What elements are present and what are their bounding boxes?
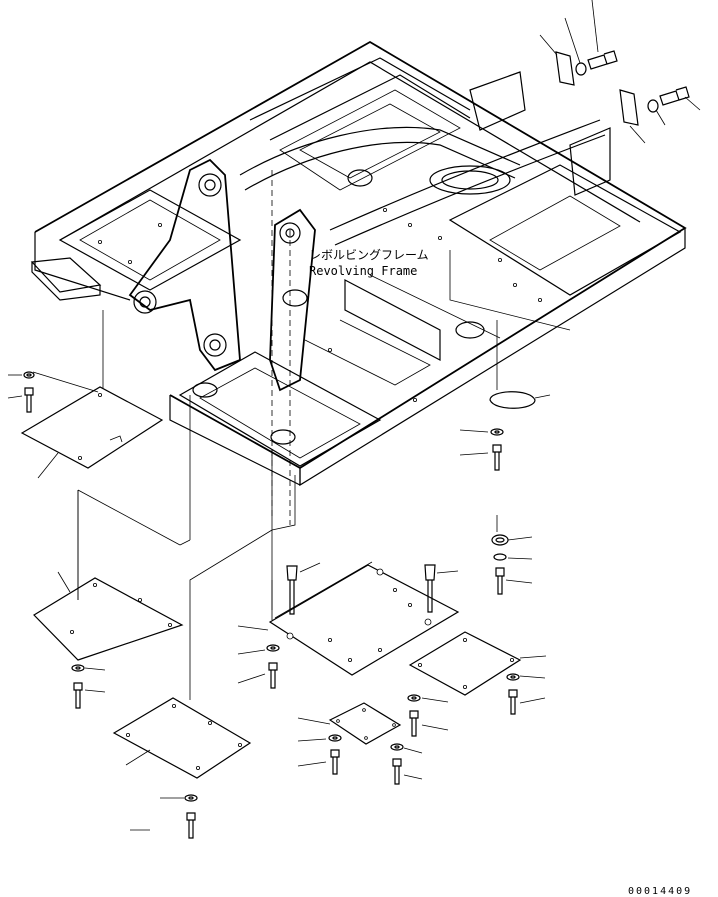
assembly-lines: [77, 395, 296, 620]
top-right-bracket-2: [619, 86, 701, 144]
frame-label-jp: レボルビングフレーム: [309, 248, 429, 262]
frame-label-en: Revolving Frame: [309, 264, 417, 278]
top-right-bracket-1: [539, 0, 618, 86]
round-cover-and-bolts: [459, 320, 551, 471]
drawing-code: 00014409: [628, 886, 692, 897]
cover-plate-upper-left: [7, 310, 164, 479]
bolt-stack-right: [491, 515, 533, 595]
cover-plate-small-center: [297, 702, 423, 785]
revolving-frame: [30, 40, 687, 525]
cover-plate-right: [407, 631, 547, 737]
cover-plate-bottom-left: [112, 529, 273, 839]
cover-plate-mid-left: [33, 430, 191, 709]
